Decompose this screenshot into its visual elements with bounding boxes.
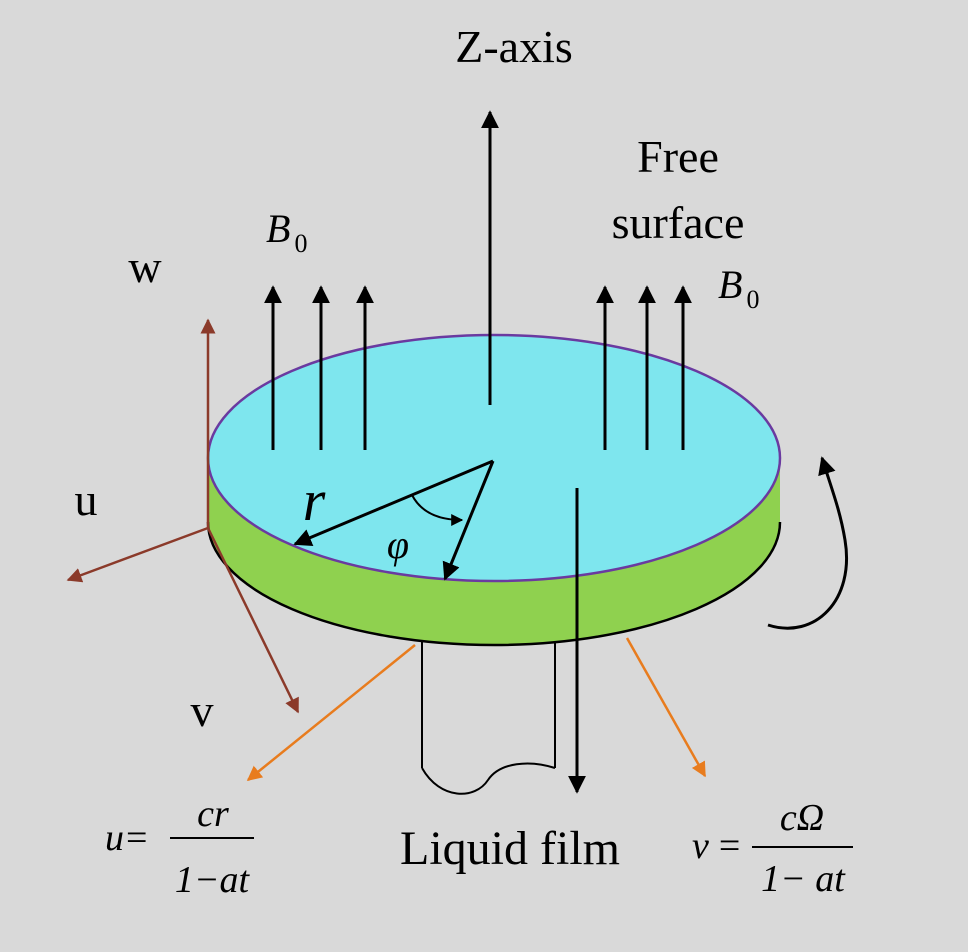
z-axis-label: Z-axis <box>455 21 573 72</box>
film-bottom-edge <box>206 521 782 647</box>
magnetic-field-arrows-left <box>264 285 374 450</box>
free-surface-label-line2: surface <box>612 197 745 248</box>
rotation-arrow <box>767 456 848 630</box>
w-axis-label: w <box>128 241 162 292</box>
v-eq-numerator: cΩ <box>780 797 824 839</box>
phi-label: φ <box>387 522 409 567</box>
u-axis-label: u <box>75 474 98 525</box>
radius-angle-construction <box>293 459 495 581</box>
liquid-film-label: Liquid film <box>400 822 620 875</box>
u-eq-numerator: cr <box>197 793 229 835</box>
shaft <box>421 640 556 795</box>
v-velocity-equation: v= cΩ 1− at <box>692 797 853 900</box>
free-surface-label-line1: Free <box>637 131 719 182</box>
velocity-arrows <box>246 637 707 781</box>
radius-label: r <box>303 468 326 533</box>
free-surface-disk <box>206 333 782 583</box>
local-axes <box>66 318 300 714</box>
magnetic-field-arrows-right <box>596 285 692 450</box>
v-eq-denominator: 1− at <box>761 858 846 900</box>
v-eq-lhs: v= <box>692 825 740 867</box>
v-axis-label: v <box>191 685 214 736</box>
u-eq-denominator: 1−at <box>175 859 251 901</box>
u-eq-lhs: u= <box>105 817 147 859</box>
u-velocity-equation: u= cr 1−at <box>105 793 254 901</box>
